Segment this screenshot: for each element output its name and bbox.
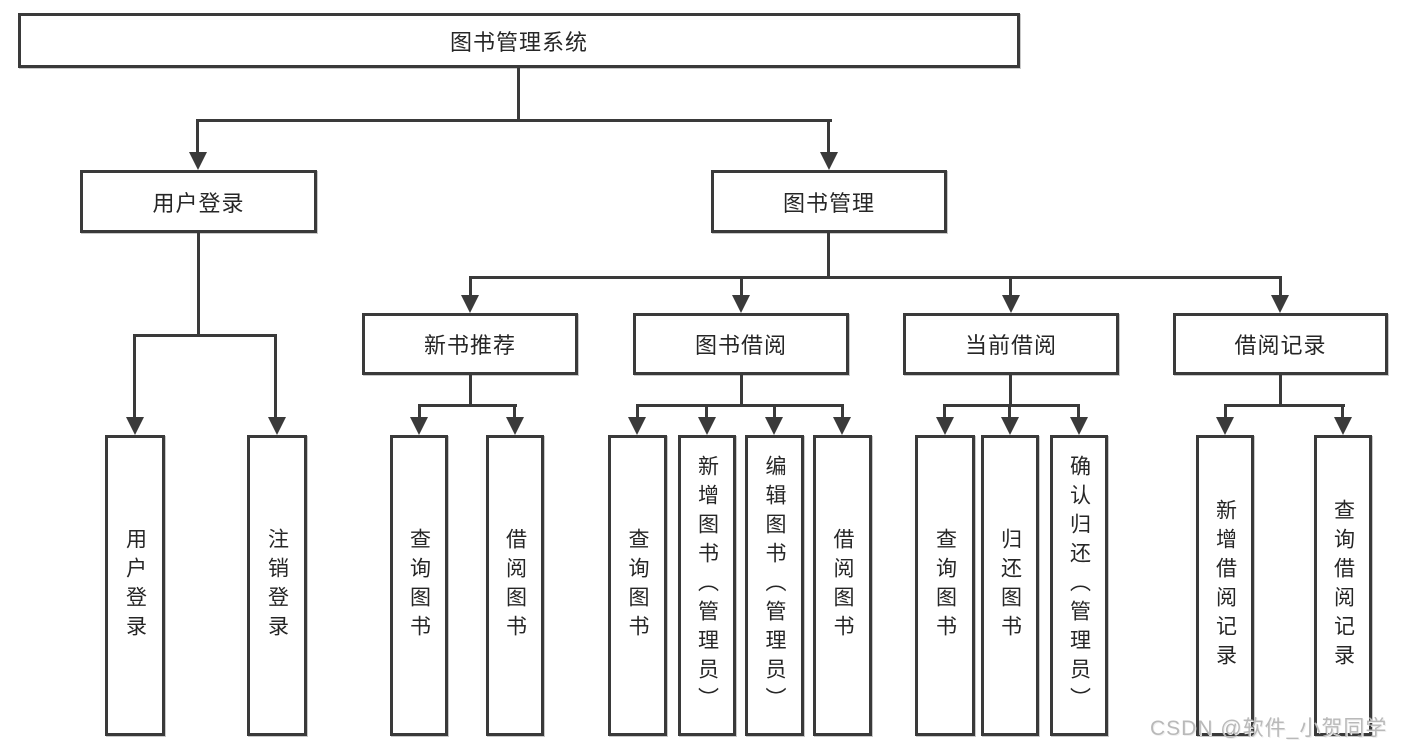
node-label: 查询图书 (407, 527, 431, 644)
node-label: 借阅图书 (503, 527, 527, 644)
node-label: 编辑图书（管理员） (763, 455, 786, 716)
node-leaf-cb-return-books: 归还图书 (981, 435, 1039, 736)
node-label: 图书借阅 (694, 333, 787, 358)
node-book-borrow: 图书借阅 (633, 313, 849, 375)
node-label: 查询借阅记录 (1331, 498, 1355, 673)
arrow-to-borrow-records (1271, 295, 1289, 313)
connector-book-borrow-drop-3 (773, 404, 776, 418)
node-label: 查询图书 (933, 527, 957, 644)
node-leaf-br-query-record: 查询借阅记录 (1314, 435, 1372, 736)
connector-current-borrow-horizontal (943, 404, 1080, 407)
arrow-to-new-books (461, 295, 479, 313)
connector-user-login-horizontal (133, 334, 277, 337)
arrow-to-br-query (1334, 417, 1352, 435)
node-leaf-br-add-record: 新增借阅记录 (1196, 435, 1254, 736)
connector-current-borrow-drop-1 (943, 404, 946, 418)
node-new-books: 新书推荐 (362, 313, 578, 375)
connector-current-borrow-drop-3 (1077, 404, 1080, 418)
arrow-to-nb-query (410, 417, 428, 435)
arrow-to-book-mgmt (820, 152, 838, 170)
node-leaf-bb-query-books: 查询图书 (608, 435, 667, 736)
connector-new-books-drop-2 (513, 404, 516, 418)
node-label: 确认归还（管理员） (1067, 455, 1091, 716)
node-leaf-cb-query-books: 查询图书 (915, 435, 975, 736)
connector-root-drop-left (196, 119, 199, 153)
connector-user-login-stub (197, 233, 200, 336)
node-leaf-bb-borrow-books: 借阅图书 (813, 435, 872, 736)
connector-book-mgmt-horizontal (469, 276, 1282, 279)
connector-user-login-drop-1 (133, 334, 136, 418)
connector-borrow-records-drop-1 (1224, 404, 1227, 418)
connector-book-borrow-drop-2 (705, 404, 708, 418)
arrow-to-br-add (1216, 417, 1234, 435)
node-leaf-cb-confirm-return-admin: 确认归还（管理员） (1050, 435, 1108, 736)
connector-new-books-drop-1 (418, 404, 421, 418)
connector-borrow-records-stub (1279, 375, 1282, 406)
arrow-to-current-borrow (1002, 295, 1020, 313)
connector-root-stub (517, 68, 520, 121)
arrow-to-user-login (189, 152, 207, 170)
node-leaf-nb-query-books: 查询图书 (390, 435, 448, 736)
connector-book-borrow-drop-4 (841, 404, 844, 418)
node-label: 新增图书（管理员） (695, 455, 719, 716)
node-label: 借阅记录 (1234, 333, 1327, 358)
arrow-to-login (126, 417, 144, 435)
connector-book-borrow-stub (740, 375, 743, 406)
node-label: 图书管理 (782, 190, 875, 216)
node-leaf-logout: 注销登录 (247, 435, 307, 736)
node-user-login: 用户登录 (80, 170, 317, 233)
connector-book-mgmt-stub (827, 233, 830, 278)
node-label: 借阅图书 (831, 527, 854, 644)
watermark: CSDN @软件_小贺同学 (1150, 717, 1388, 740)
node-label: 新增借阅记录 (1213, 498, 1237, 673)
node-leaf-nb-borrow-books: 借阅图书 (486, 435, 544, 736)
connector-book-borrow-drop-1 (636, 404, 639, 418)
arrow-to-nb-borrow (506, 417, 524, 435)
connector-current-borrow-drop-2 (1008, 404, 1011, 418)
connector-book-mgmt-drop-3 (1009, 276, 1012, 296)
node-root-library-system: 图书管理系统 (18, 13, 1020, 68)
node-label: 当前借阅 (964, 333, 1057, 358)
arrow-to-bb-borrow (833, 417, 851, 435)
node-current-borrow: 当前借阅 (903, 313, 1119, 375)
connector-new-books-stub (469, 375, 472, 406)
connector-borrow-records-drop-2 (1341, 404, 1344, 418)
arrow-to-cb-confirm (1070, 417, 1088, 435)
node-leaf-bb-add-books-admin: 新增图书（管理员） (678, 435, 736, 736)
node-leaf-bb-edit-books-admin: 编辑图书（管理员） (745, 435, 804, 736)
connector-root-drop-right (827, 119, 830, 153)
node-leaf-user-login: 用户登录 (105, 435, 165, 736)
node-label: 图书管理系统 (449, 29, 588, 55)
connector-borrow-records-horizontal (1224, 404, 1345, 407)
node-label: 用户登录 (152, 190, 245, 216)
connector-current-borrow-stub (1009, 375, 1012, 406)
connector-book-mgmt-drop-2 (740, 276, 743, 296)
connector-root-horizontal (196, 119, 832, 122)
arrow-to-bb-query (628, 417, 646, 435)
connector-user-login-drop-2 (274, 334, 277, 418)
node-label: 查询图书 (626, 527, 649, 644)
connector-new-books-horizontal (418, 404, 517, 407)
arrow-to-book-borrow (732, 295, 750, 313)
connector-book-mgmt-drop-1 (469, 276, 472, 296)
node-label: 归还图书 (998, 527, 1022, 644)
arrow-to-bb-add (698, 417, 716, 435)
node-book-mgmt: 图书管理 (711, 170, 947, 233)
arrow-to-cb-query (936, 417, 954, 435)
node-label: 用户登录 (123, 527, 147, 644)
arrow-to-logout (268, 417, 286, 435)
arrow-to-bb-edit (765, 417, 783, 435)
connector-book-borrow-horizontal (636, 404, 844, 407)
node-label: 新书推荐 (423, 333, 516, 358)
arrow-to-cb-return (1001, 417, 1019, 435)
node-borrow-records: 借阅记录 (1173, 313, 1388, 375)
node-label: 注销登录 (265, 527, 289, 644)
connector-book-mgmt-drop-4 (1279, 276, 1282, 296)
